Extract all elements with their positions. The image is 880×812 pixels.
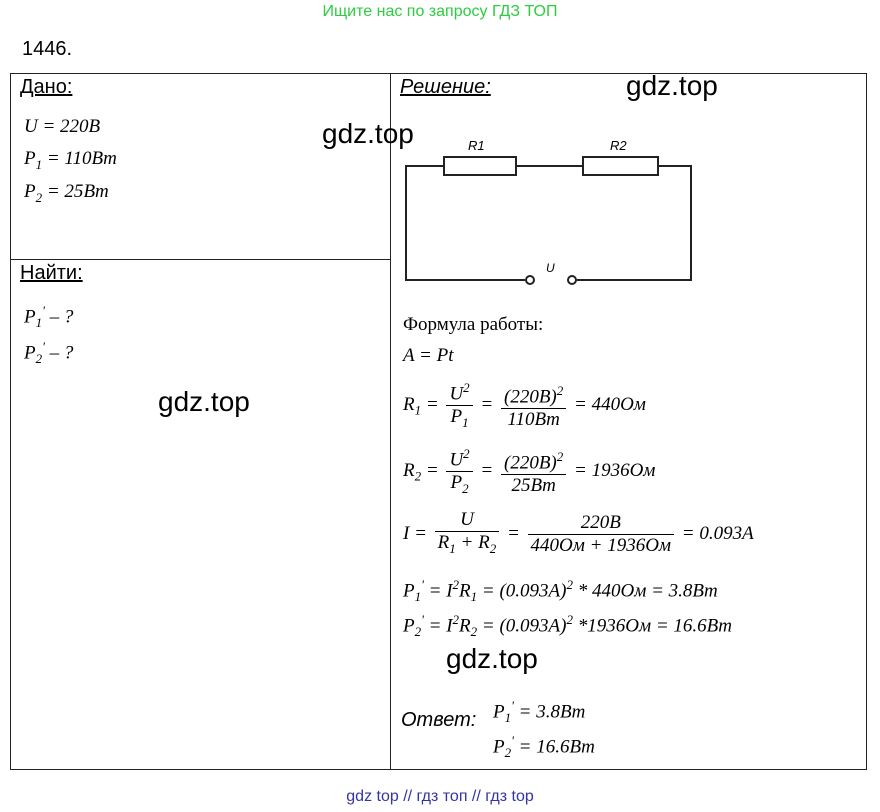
- terminal-left: [525, 275, 535, 285]
- row-divider: [10, 259, 390, 260]
- watermark: gdz.top: [158, 386, 250, 417]
- resistor-r2-label: R2: [610, 138, 627, 153]
- problem-number: 1446.: [22, 38, 73, 60]
- given-power-2: P2 = 25Bm: [24, 181, 109, 205]
- resistor-r2: [582, 156, 659, 176]
- given-power-1: P1 = 110Bm: [24, 148, 117, 172]
- circuit-wire-left: [405, 165, 525, 281]
- solution-table: [10, 73, 867, 770]
- terminal-right: [567, 275, 577, 285]
- find-p2-prime: P2' – ?: [24, 339, 74, 367]
- given-voltage: U = 220B: [24, 116, 101, 137]
- resistor-r1-label: R1: [468, 138, 485, 153]
- footer-links: gdz top // гдз топ // гдз top: [346, 788, 534, 805]
- answer-p1: P1' = 3.8Bm: [493, 698, 586, 726]
- formula-work: A = Pt: [403, 345, 454, 366]
- answer-label: Ответ:: [401, 709, 477, 731]
- resistor-r1: [443, 156, 517, 176]
- answer-p2: P2' = 16.6Bm: [493, 733, 595, 761]
- circuit-diagram: R1 R2 U: [405, 138, 692, 285]
- watermark: gdz.top: [446, 643, 538, 674]
- solution-heading: Решение:: [400, 76, 491, 98]
- watermark: gdz.top: [322, 118, 414, 149]
- given-heading: Дано:: [20, 76, 73, 98]
- formula-p2-prime: P2' = I2R2 = (0.093A)2 *1936Ом = 16.6Bm: [403, 612, 732, 640]
- column-divider: [390, 73, 391, 770]
- promo-banner: Ищите нас по запросу ГДЗ ТОП: [322, 3, 558, 20]
- watermark: gdz.top: [626, 70, 718, 101]
- find-p1-prime: P1' – ?: [24, 303, 74, 331]
- source-label: U: [546, 261, 555, 275]
- formula-p1-prime: P1' = I2R1 = (0.093A)2 * 440Ом = 3.8Bm: [403, 577, 718, 605]
- formula-title: Формула работы:: [403, 314, 544, 335]
- find-heading: Найти:: [20, 262, 83, 284]
- circuit-wire-right: [577, 165, 692, 281]
